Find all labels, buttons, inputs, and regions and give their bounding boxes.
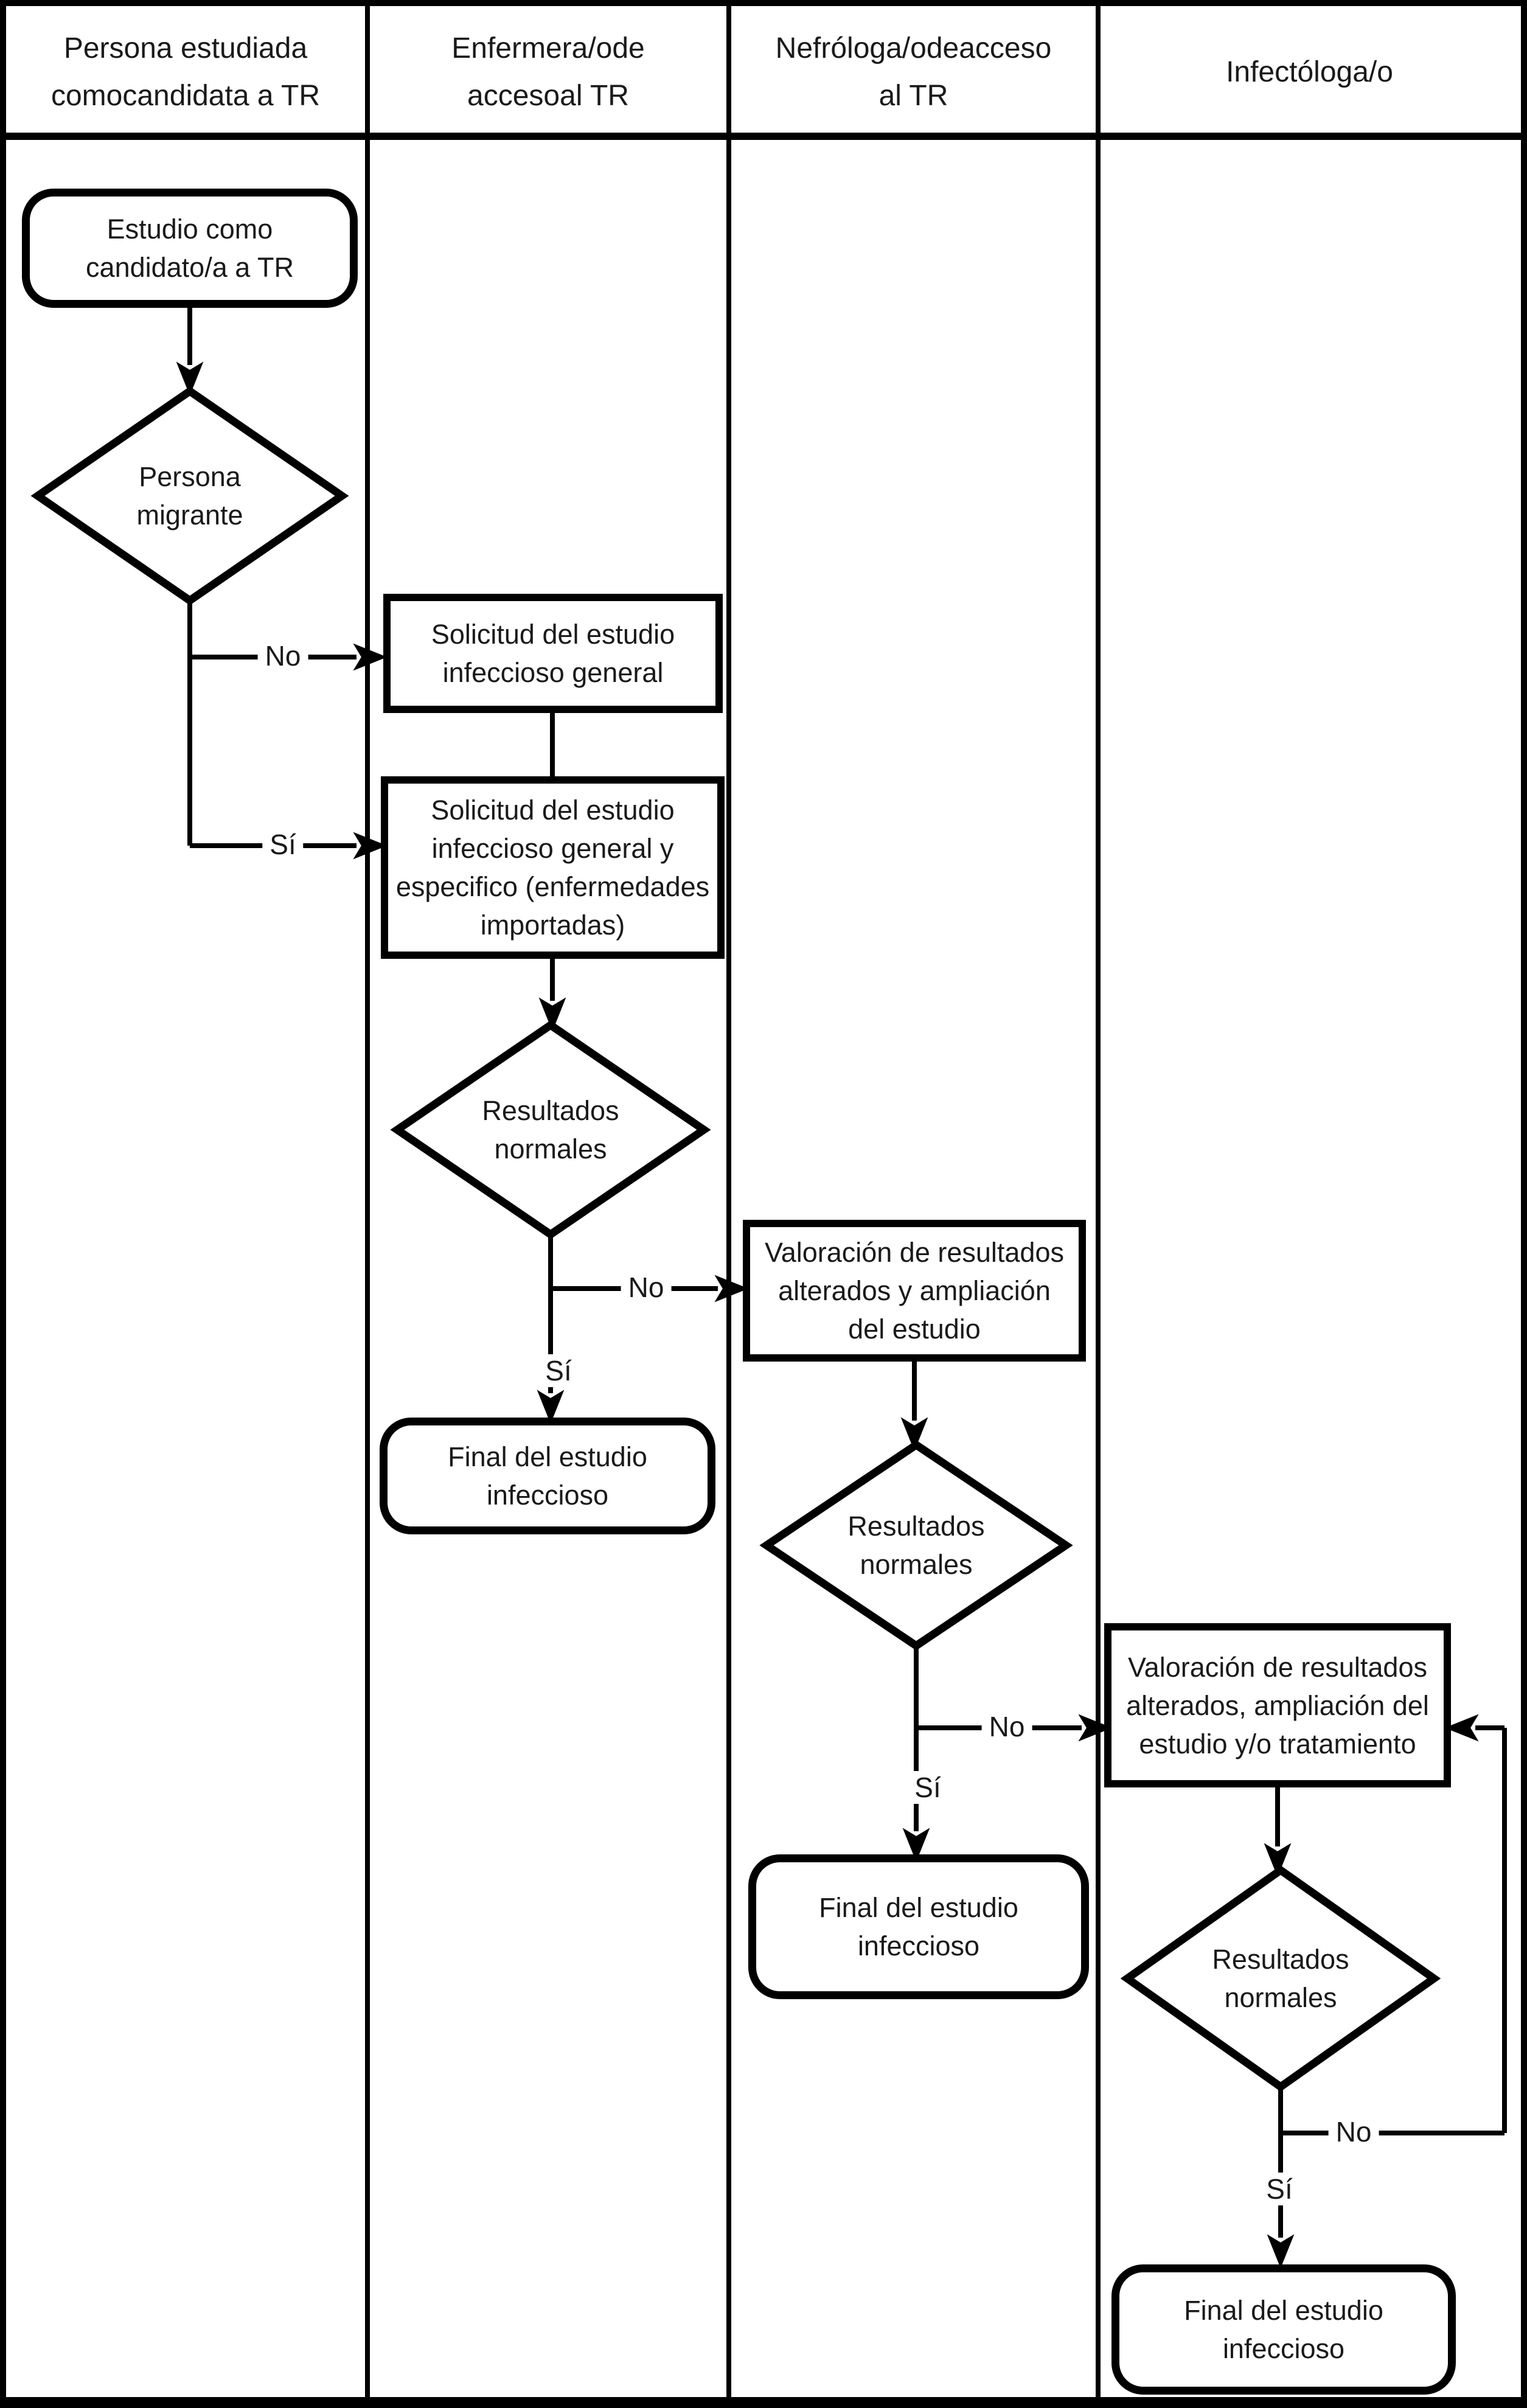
node-decision-persona-migrante: Persona migrante (136, 461, 243, 531)
branch-label-si-2: Sí (538, 1354, 579, 1387)
branch-label-no-3: No (981, 1710, 1032, 1743)
decision-resultados-3-shape (1120, 1865, 1441, 2092)
branch-label-no-2: No (621, 1271, 672, 1304)
lane-header-nefrologa: Nefróloga/odeacceso al TR (775, 32, 1052, 112)
lane-header-enfermera: Enfermera/ode accesoal TR (451, 32, 645, 112)
decision-persona-migrante-shape (30, 386, 349, 605)
branch-label-si-1: Sí (262, 828, 304, 861)
lane-header-persona-estudiada: Persona estudiada comocandidata a TR (50, 32, 321, 112)
branch-label-si-3: Sí (907, 1771, 948, 1804)
node-valoracion-resultados-1: Valoración de resultados alterados y amp… (743, 1220, 1086, 1362)
lane-header-infectologa: Infectóloga/o (1226, 56, 1393, 88)
node-decision-resultados-normales-1: Resultados normales (482, 1095, 619, 1164)
decision-resultados-2-shape (759, 1440, 1073, 1651)
node-start-estudio-candidato: Estudio como candidato/a a TR (22, 189, 358, 308)
node-solicitud-estudio-especifico: Solicitud del estudio infeccioso general… (381, 776, 725, 959)
node-final-estudio-infeccioso-3: Final del estudio infeccioso (1111, 2264, 1456, 2395)
node-solicitud-estudio-general: Solicitud del estudio infeccioso general (383, 594, 723, 713)
branch-label-no-1: No (257, 639, 308, 672)
branch-label-no-4: No (1328, 2115, 1379, 2148)
node-final-estudio-infeccioso-1: Final del estudio infeccioso (380, 1418, 715, 1534)
node-final-estudio-infeccioso-2: Final del estudio infeccioso (748, 1854, 1089, 1999)
node-decision-resultados-normales-3: Resultados normales (1212, 1944, 1349, 2013)
branch-label-si-4: Sí (1259, 2173, 1300, 2205)
node-decision-resultados-normales-2: Resultados normales (847, 1511, 985, 1580)
node-valoracion-resultados-2: Valoración de resultados alterados, ampl… (1104, 1623, 1451, 1787)
decision-resultados-1-shape (390, 1020, 711, 1239)
